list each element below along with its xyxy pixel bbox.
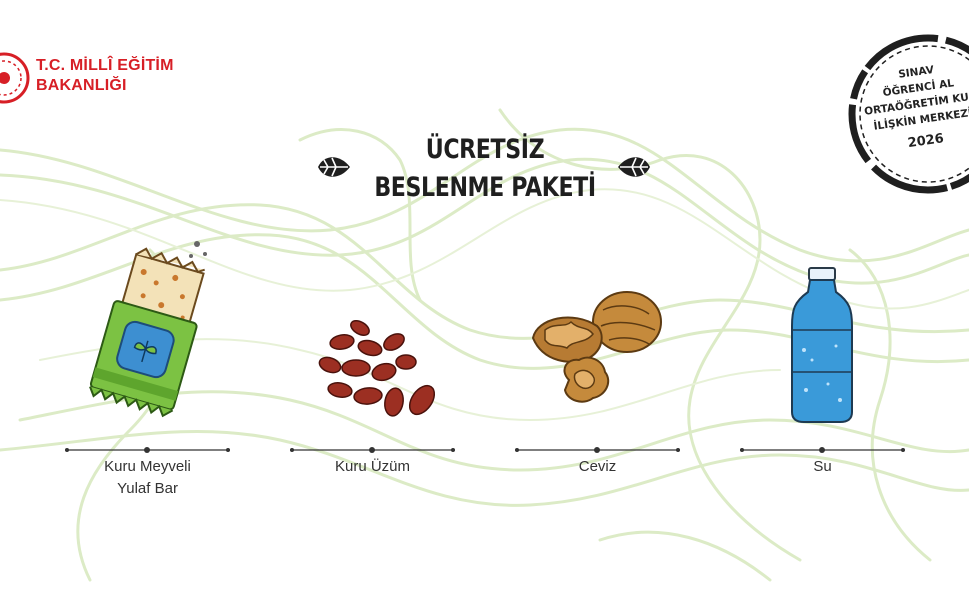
raisins-icon (318, 320, 436, 417)
item-label-line2: Yulaf Bar (117, 480, 178, 497)
item-label: Ceviz (515, 456, 680, 478)
item-label: Su (740, 456, 905, 478)
leaf-right-icon (618, 157, 650, 177)
page-title: ÜCRETSİZ BESLENME PAKETİ (310, 130, 660, 220)
ministry-name: T.C. MİLLÎ EĞİTİM BAKANLIĞI (36, 56, 174, 96)
title-line2: BESLENME PAKETİ (374, 172, 596, 203)
item-label-line1: Kuru Meyveli (104, 458, 191, 475)
item-label-line1: Kuru Üzüm (334, 458, 411, 475)
ministry-name-line1: T.C. MİLLÎ EĞİTİM (36, 57, 174, 74)
package-item-walnut: Ceviz (515, 230, 680, 530)
title-line1: ÜCRETSİZ (425, 134, 545, 165)
oat-bar-icon (89, 241, 207, 418)
package-item-oat-bar: Kuru Meyveli Yulaf Bar (65, 230, 230, 530)
stamp-ring (848, 34, 969, 194)
item-divider (740, 447, 905, 453)
item-divider (290, 447, 455, 453)
item-label: Kuru Üzüm (290, 456, 455, 478)
ministry-logo: T.C. MİLLÎ EĞİTİM BAKANLIĞI (0, 38, 200, 124)
walnut-icon (531, 291, 662, 403)
item-label-line1: Ceviz (578, 458, 617, 475)
item-label-line1: Su (813, 458, 832, 475)
stamp-text: SINAV ÖĞRENCİ AL ORTAÖĞRETİM KUR İLİŞKİN… (851, 55, 969, 158)
exam-stamp: SINAV ÖĞRENCİ AL ORTAÖĞRETİM KUR İLİŞKİN… (846, 26, 969, 226)
ministry-name-line2: BAKANLIĞI (36, 77, 127, 94)
water-bottle-icon (791, 267, 853, 423)
item-divider (515, 447, 680, 453)
item-label: Kuru Meyveli Yulaf Bar (65, 456, 230, 500)
package-item-raisins: Kuru Üzüm (290, 230, 455, 530)
leaf-left-icon (318, 157, 350, 177)
package-item-water: Su (740, 230, 905, 530)
ministry-emblem-icon (0, 52, 30, 104)
item-divider (65, 447, 230, 453)
